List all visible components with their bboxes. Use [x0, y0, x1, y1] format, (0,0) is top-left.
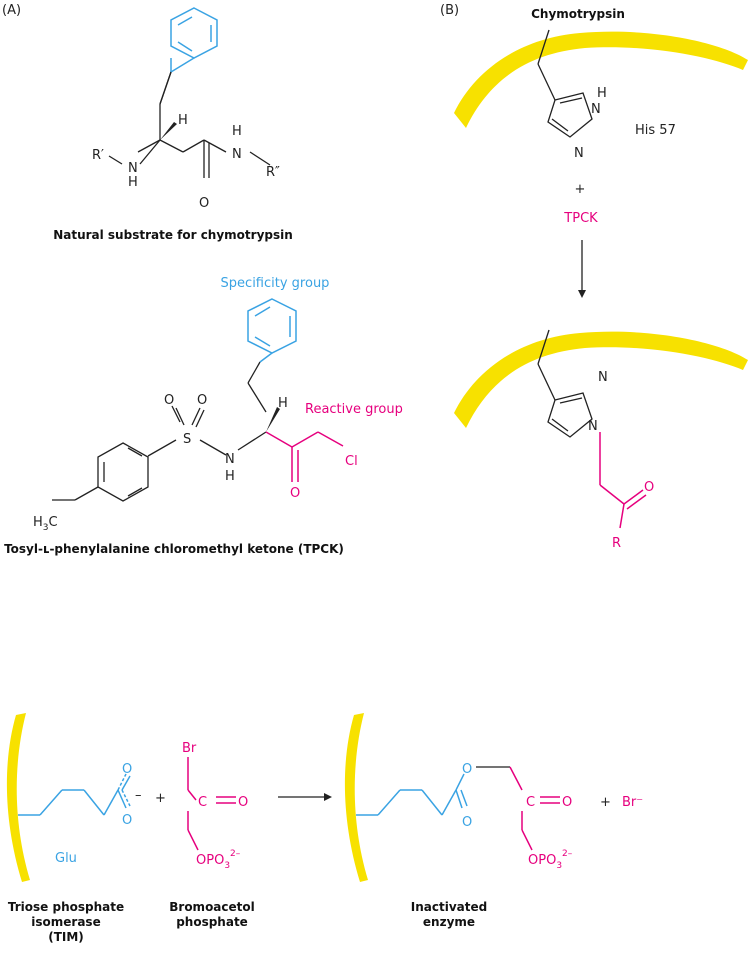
- reactive-group-label: Reactive group: [305, 402, 403, 417]
- substrate-caption: Natural substrate for chymotrypsin: [53, 228, 293, 242]
- panel-b-tpck: TPCK: [563, 211, 598, 226]
- substrate-phenyl-ring: [170, 7, 218, 59]
- bromo-atom-c: C: [198, 795, 207, 810]
- tpck-atom-o2: O: [197, 393, 207, 408]
- tpck-caption: Tosyl-ʟ-phenylalanine chloromethyl keton…: [4, 542, 344, 556]
- bromo-caption-1: Bromoacetol: [169, 900, 255, 914]
- tim-caption-3: (TIM): [48, 930, 84, 944]
- inact-atom-o-ester2: O: [462, 815, 472, 830]
- prod-atom-o: O: [644, 480, 654, 495]
- inact-atom-o-ester: O: [462, 762, 472, 777]
- inact-opo3: OPO32–: [528, 849, 573, 871]
- substrate-atom-h-n1: H: [128, 175, 138, 190]
- bromide-ion: Br⁻: [622, 795, 643, 810]
- bromo-caption-2: phosphate: [176, 915, 248, 929]
- tpck-tolyl-ring: [97, 442, 149, 502]
- panel-b-plus: +: [575, 182, 586, 197]
- enzyme-surface-top: [454, 31, 748, 129]
- inact-caption-1: Inactivated: [411, 900, 487, 914]
- bromo-atom-o: O: [238, 795, 248, 810]
- substrate-atom-n2: N: [232, 147, 242, 162]
- enzyme-surface-inactivated: [344, 713, 368, 882]
- glu-atom-o-a: O: [122, 762, 132, 777]
- tpck-methyl: H3C: [33, 515, 58, 533]
- substrate-atom-h-c: H: [178, 113, 188, 128]
- bromo-atom-br: Br: [182, 741, 197, 756]
- tpck-structure: [52, 298, 344, 502]
- glu-side-chain: [18, 773, 131, 816]
- reaction-arrow-c: [278, 793, 332, 801]
- panel-label-a: (A): [2, 3, 21, 18]
- substrate-atom-o: O: [199, 196, 209, 211]
- tpck-phenyl-ring: [247, 298, 297, 354]
- prod-atom-n-bottom: N: [588, 419, 598, 434]
- bromo-opo3: OPO32–: [196, 849, 241, 871]
- glu-atom-o-b: O: [122, 813, 132, 828]
- substrate-atom-r1: R′: [92, 148, 104, 163]
- panel-label-b: (B): [440, 3, 459, 18]
- tim-caption-2: isomerase: [31, 915, 100, 929]
- inact-atom-o: O: [562, 795, 572, 810]
- tpck-atom-o1: O: [164, 393, 174, 408]
- his-atom-n-bottom: N: [574, 146, 584, 161]
- panel-c-plus-2: +: [600, 795, 611, 810]
- tpck-atom-s: S: [183, 432, 191, 447]
- tpck-atom-n: N: [225, 452, 235, 467]
- tpck-atom-o-keto: O: [290, 486, 300, 501]
- substrate-atom-h-n2: H: [232, 124, 242, 139]
- glu-label: Glu: [55, 851, 77, 866]
- bromoacetol-structure: [187, 757, 236, 851]
- his57-label: His 57: [635, 123, 676, 138]
- tpck-atom-cl: Cl: [345, 454, 358, 469]
- panel-c-plus-1: +: [155, 791, 166, 806]
- alkylated-his57: [537, 329, 647, 529]
- chymotrypsin-title: Chymotrypsin: [531, 7, 625, 21]
- glu-minus: –: [135, 788, 142, 803]
- tpck-atom-h-n: H: [225, 469, 235, 484]
- inactivated-structure: [356, 766, 560, 851]
- tpck-atom-h-c: H: [278, 396, 288, 411]
- reaction-arrow-b: [578, 240, 586, 298]
- prod-atom-r: R: [612, 536, 621, 551]
- substrate-atom-r2: R″: [266, 165, 280, 180]
- enzyme-surface-tim: [6, 713, 30, 882]
- inact-atom-c: C: [526, 795, 535, 810]
- prod-atom-n-top: N: [598, 370, 608, 385]
- his-atom-h-top: H: [597, 86, 607, 101]
- inact-caption-2: enzyme: [423, 915, 475, 929]
- specificity-group-label: Specificity group: [221, 276, 330, 291]
- his-atom-n-top: N: [591, 102, 601, 117]
- substrate-structure: [108, 7, 271, 178]
- substrate-atom-n1: N: [128, 161, 138, 176]
- tim-caption-1: Triose phosphate: [8, 900, 124, 914]
- enzyme-surface-bottom: [454, 331, 748, 428]
- his57-imidazole: [537, 29, 593, 138]
